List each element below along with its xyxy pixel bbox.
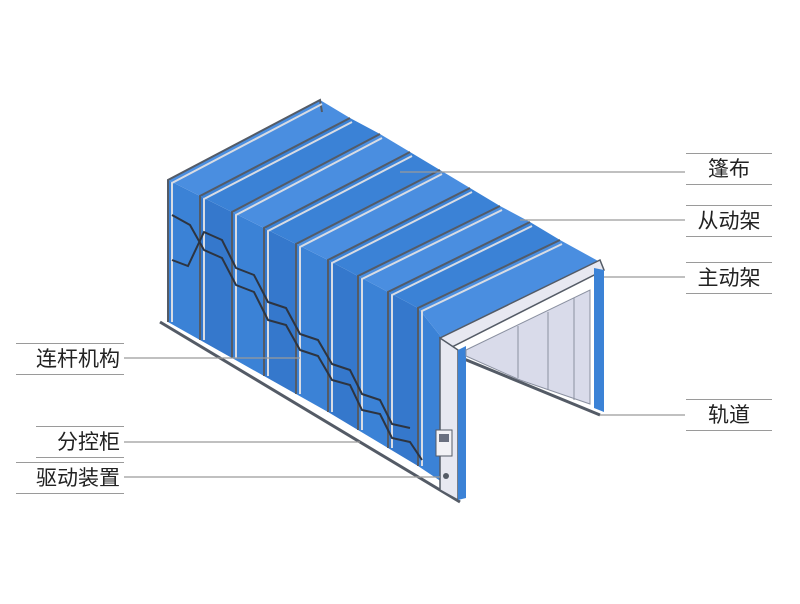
callout-sub-control-cabinet: 分控柜 [36, 426, 124, 458]
callout-linkage: 连杆机构 [16, 343, 124, 375]
main-drive-frame [435, 258, 605, 502]
callout-driven-frame: 从动架 [686, 205, 772, 237]
callout-track: 轨道 [686, 399, 772, 431]
control-cabinet-box [435, 429, 453, 457]
linkage-mechanism [171, 214, 423, 461]
callout-drive-unit: 驱动装置 [16, 462, 124, 494]
callout-canvas: 篷布 [686, 153, 772, 185]
canvas-segments [168, 100, 600, 482]
callout-main-drive-frame: 主动架 [686, 262, 772, 294]
leader-lines [120, 171, 685, 478]
drive-motor [443, 473, 449, 479]
